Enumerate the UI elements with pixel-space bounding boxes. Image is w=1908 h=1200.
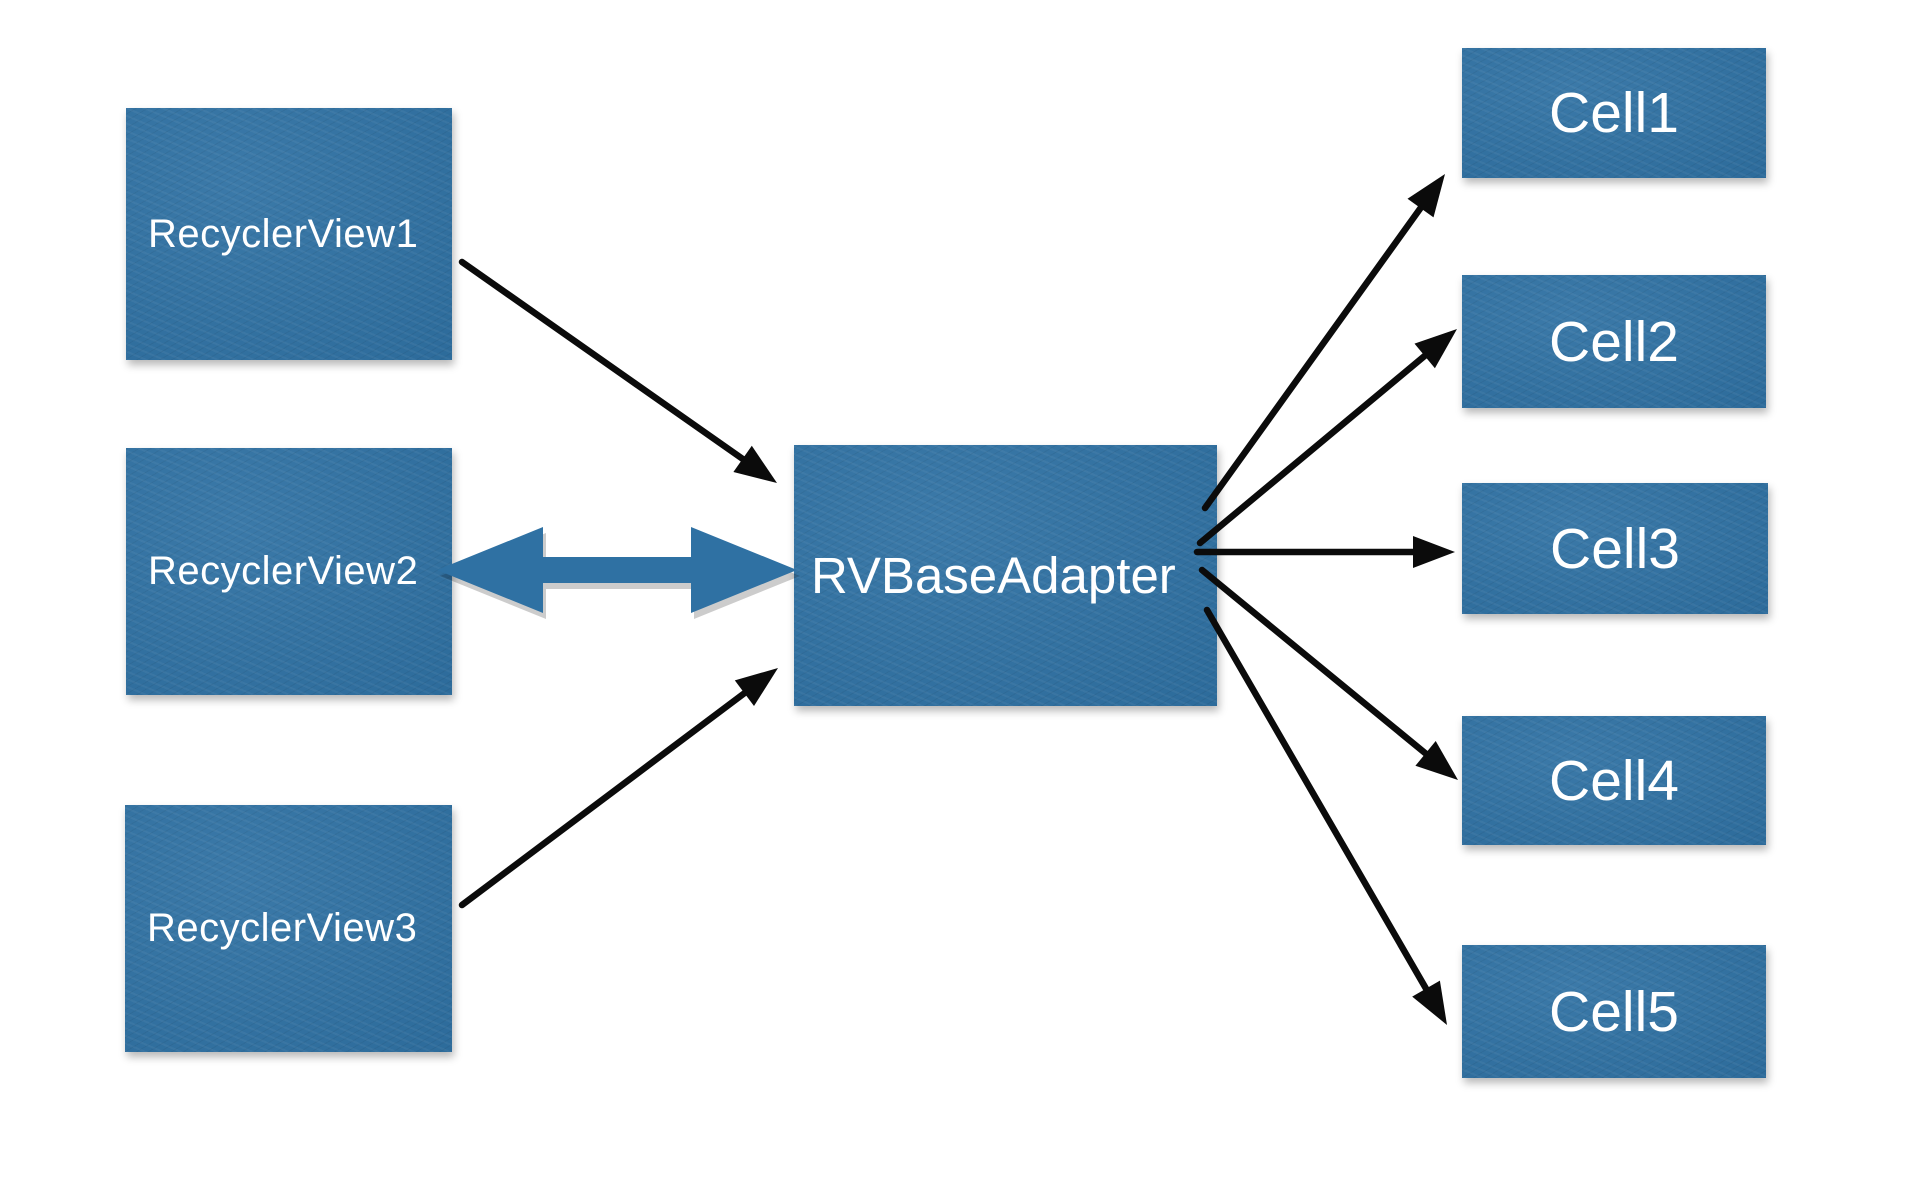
node-cell5: Cell5 xyxy=(1462,945,1766,1078)
node-cell4: Cell4 xyxy=(1462,716,1766,845)
arrow-line xyxy=(1203,606,1430,992)
node-recyclerview2: RecyclerView2 xyxy=(126,448,452,695)
arrowhead-icon xyxy=(1412,980,1447,1025)
node-cell2: Cell2 xyxy=(1462,275,1766,408)
arrow-adapter-to-cell1 xyxy=(1201,174,1445,512)
node-recyclerview1-label: RecyclerView1 xyxy=(148,211,419,256)
arrow-line xyxy=(458,258,746,463)
double-arrow-recyclerview2-adapter xyxy=(437,527,800,619)
arrowhead-icon xyxy=(733,445,777,483)
arrow-adapter-to-cell3 xyxy=(1193,536,1455,568)
node-cell3: Cell3 xyxy=(1462,483,1768,614)
arrowhead-icon xyxy=(734,668,778,706)
arrow-recyclerview3-to-adapter xyxy=(458,668,778,909)
node-recyclerview2-label: RecyclerView2 xyxy=(148,549,419,593)
node-cell4-label: Cell4 xyxy=(1549,748,1679,813)
node-rvbaseadapter-label: RVBaseAdapter xyxy=(811,547,1176,604)
node-cell5-label: Cell5 xyxy=(1549,979,1679,1044)
arrowhead-icon xyxy=(1413,536,1455,568)
arrow-line xyxy=(458,689,748,909)
double-arrow-icon xyxy=(437,527,797,613)
arrow-line xyxy=(1196,352,1428,547)
node-recyclerview3: RecyclerView3 xyxy=(125,805,452,1052)
node-recyclerview3-label: RecyclerView3 xyxy=(147,906,418,950)
node-cell1: Cell1 xyxy=(1462,48,1766,178)
arrowhead-icon xyxy=(1407,174,1445,218)
arrowhead-icon xyxy=(1414,329,1457,369)
node-rvbaseadapter: RVBaseAdapter xyxy=(794,445,1217,706)
node-cell2-label: Cell2 xyxy=(1549,309,1679,374)
node-cell3-label: Cell3 xyxy=(1550,516,1680,581)
arrow-adapter-to-cell2 xyxy=(1196,329,1457,547)
arrow-line xyxy=(1198,566,1429,757)
arrow-adapter-to-cell4 xyxy=(1198,566,1458,780)
arrowhead-icon xyxy=(1415,741,1458,780)
arrow-recyclerview1-to-adapter xyxy=(458,258,777,483)
node-recyclerview1: RecyclerView1 xyxy=(126,108,452,360)
node-cell1-label: Cell1 xyxy=(1549,81,1679,145)
arrow-adapter-to-cell5 xyxy=(1203,606,1447,1025)
double-arrow-shadow xyxy=(440,533,800,619)
arrow-line xyxy=(1201,204,1424,512)
